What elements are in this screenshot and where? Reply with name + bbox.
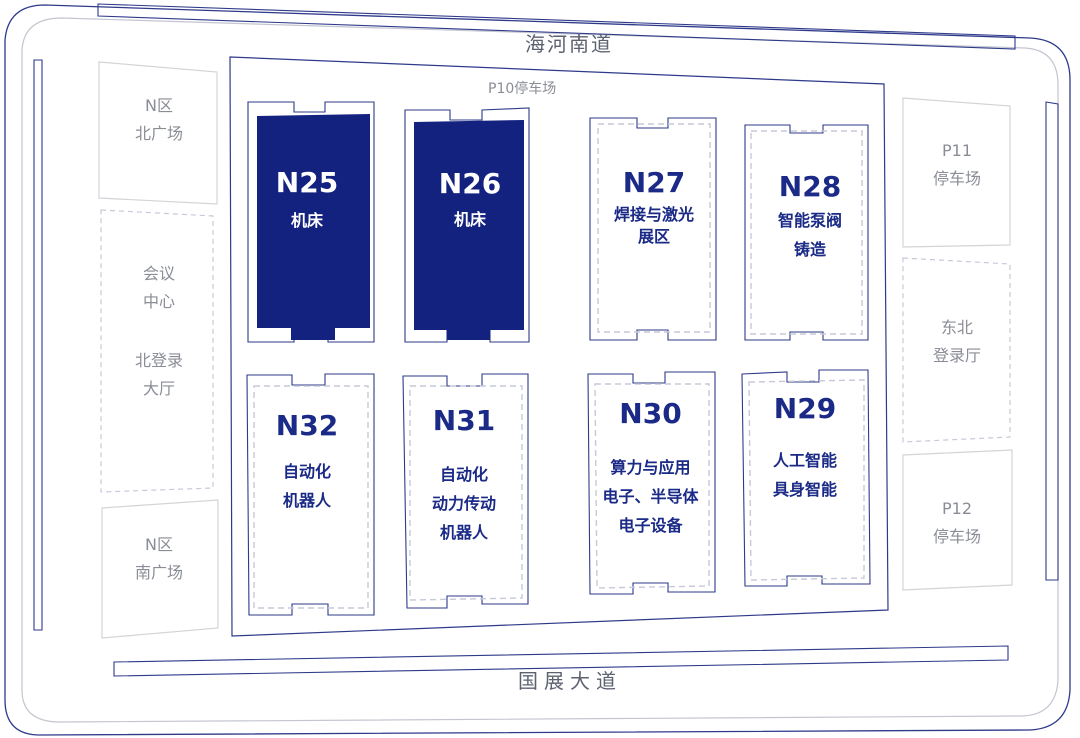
p12-parking-label[interactable]: P12 停车场 bbox=[907, 495, 1007, 551]
zone-line: 大厅 bbox=[142, 379, 175, 398]
venue-inner-boundary bbox=[21, 17, 1059, 723]
zone-line: 东北 bbox=[940, 318, 973, 337]
zone-line: N区 bbox=[145, 535, 173, 554]
south-road-label: 国展大道 bbox=[518, 669, 622, 693]
hall-category: 人工智能 bbox=[772, 451, 837, 470]
hall-number: N32 bbox=[275, 409, 339, 442]
hall-category: 铸造 bbox=[793, 240, 826, 259]
north-plaza-box bbox=[98, 61, 218, 205]
hall-number: N30 bbox=[619, 397, 682, 430]
registration-hall-label[interactable]: 北登录 大厅 bbox=[110, 347, 208, 403]
hall-n32[interactable] bbox=[246, 373, 375, 616]
hall-category: 机器人 bbox=[282, 491, 331, 510]
exhibition-block-outline bbox=[229, 56, 889, 637]
northeast-registration-label[interactable]: 东北 登录厅 bbox=[907, 314, 1007, 370]
hall-n26[interactable] bbox=[404, 107, 530, 343]
hall-category: 具身智能 bbox=[772, 480, 837, 499]
hall-n29[interactable] bbox=[741, 369, 871, 587]
zone-line: 北登录 bbox=[134, 351, 183, 370]
zone-line: 会议 bbox=[142, 264, 175, 283]
north-road-strip bbox=[97, 3, 1016, 50]
zone-line: 登录厅 bbox=[932, 346, 981, 365]
hall-number: N29 bbox=[773, 392, 837, 425]
zone-line: P12 bbox=[941, 499, 972, 518]
zone-line: 停车场 bbox=[932, 527, 981, 546]
hall-category: 展区 bbox=[637, 227, 670, 246]
hall-category: 机床 bbox=[290, 211, 323, 230]
hall-n32-label: N32 自动化 机器人 bbox=[257, 409, 357, 515]
conference-center-label[interactable]: 会议 中心 bbox=[110, 260, 208, 316]
hall-n26-label: N26 机床 bbox=[420, 167, 520, 234]
hall-n30-label: N30 算力与应用 电子、半导体 电子设备 bbox=[588, 397, 713, 540]
hall-n27-label: N27 焊接与激光 展区 bbox=[594, 166, 714, 248]
hall-category: 电子设备 bbox=[618, 516, 683, 535]
zone-line: 停车场 bbox=[932, 169, 981, 188]
hall-n25-label: N25 机床 bbox=[257, 166, 357, 235]
west-road-strip bbox=[33, 59, 43, 631]
hall-category: 机床 bbox=[453, 210, 486, 229]
hall-n31[interactable] bbox=[402, 373, 529, 609]
hall-category: 电子、半导体 bbox=[602, 487, 699, 506]
hall-n31-label: N31 自动化 动力传动 机器人 bbox=[414, 404, 514, 547]
hall-n25[interactable] bbox=[247, 101, 375, 343]
hall-number: N26 bbox=[438, 167, 502, 200]
hall-category: 机器人 bbox=[439, 523, 488, 542]
northeast-hall-box bbox=[902, 257, 1011, 443]
hall-number: N27 bbox=[622, 166, 686, 199]
south-road-strip bbox=[113, 645, 1009, 677]
hall-category: 算力与应用 bbox=[610, 458, 691, 477]
hall-n30[interactable] bbox=[587, 371, 716, 595]
east-road-strip bbox=[1045, 101, 1059, 581]
hall-category: 焊接与激光 bbox=[613, 205, 694, 224]
venue-outer-boundary bbox=[4, 4, 1071, 736]
conference-box bbox=[100, 209, 214, 493]
p11-box bbox=[902, 97, 1011, 248]
hall-n29-label: N29 人工智能 具身智能 bbox=[745, 392, 865, 504]
north-plaza-label[interactable]: N区 北广场 bbox=[110, 92, 208, 148]
south-plaza-box bbox=[101, 499, 219, 639]
p12-box bbox=[902, 449, 1013, 591]
hall-category: 自动化 bbox=[439, 465, 488, 484]
hall-n27[interactable] bbox=[589, 117, 717, 341]
zone-line: P11 bbox=[941, 141, 972, 160]
zone-line: N区 bbox=[145, 96, 173, 115]
p11-parking-label[interactable]: P11 停车场 bbox=[907, 137, 1007, 193]
zone-line: 南广场 bbox=[134, 563, 183, 582]
p10-parking-label: P10停车场 bbox=[488, 81, 557, 97]
hall-number: N28 bbox=[778, 170, 842, 203]
zone-line: 北广场 bbox=[134, 124, 183, 143]
north-road-label: 海河南道 bbox=[525, 32, 613, 56]
hall-number: N31 bbox=[432, 404, 496, 437]
zone-line: 中心 bbox=[142, 292, 175, 311]
hall-category: 智能泵阀 bbox=[777, 211, 842, 230]
south-plaza-label[interactable]: N区 南广场 bbox=[110, 531, 208, 587]
hall-n28[interactable] bbox=[744, 124, 869, 341]
hall-n28-label: N28 智能泵阀 铸造 bbox=[750, 170, 870, 264]
hall-number: N25 bbox=[275, 166, 339, 199]
hall-category: 动力传动 bbox=[431, 494, 496, 513]
hall-category: 自动化 bbox=[282, 462, 331, 481]
